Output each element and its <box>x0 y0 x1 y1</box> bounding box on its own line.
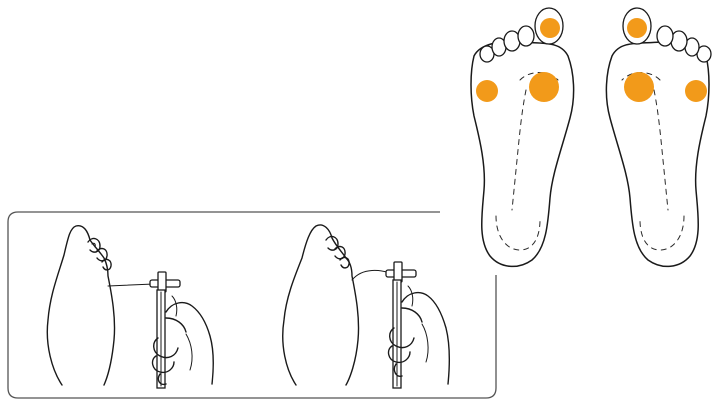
demo-straight <box>47 226 213 388</box>
panel-border <box>8 212 496 398</box>
right-site-hallux <box>627 18 647 38</box>
hand-1-detail <box>172 296 192 370</box>
left-site-hallux <box>540 18 560 38</box>
demo-bent <box>283 225 450 388</box>
monofilament-panel <box>8 212 496 398</box>
left-site-metatarsal-5 <box>476 80 498 102</box>
right-site-metatarsal-1 <box>624 72 654 102</box>
toe-2c <box>340 257 349 267</box>
filament-straight <box>108 284 154 286</box>
foot-outline-2 <box>283 225 359 385</box>
right-toe-2 <box>657 26 673 46</box>
soles-group <box>440 0 715 275</box>
left-toe-2 <box>518 26 534 46</box>
right-site-metatarsal-5 <box>685 80 707 102</box>
monofilament-device-1 <box>150 272 180 388</box>
monofilament-device-2 <box>386 262 416 388</box>
left-site-metatarsal-1 <box>529 72 559 102</box>
hand-2-detail <box>408 286 428 362</box>
